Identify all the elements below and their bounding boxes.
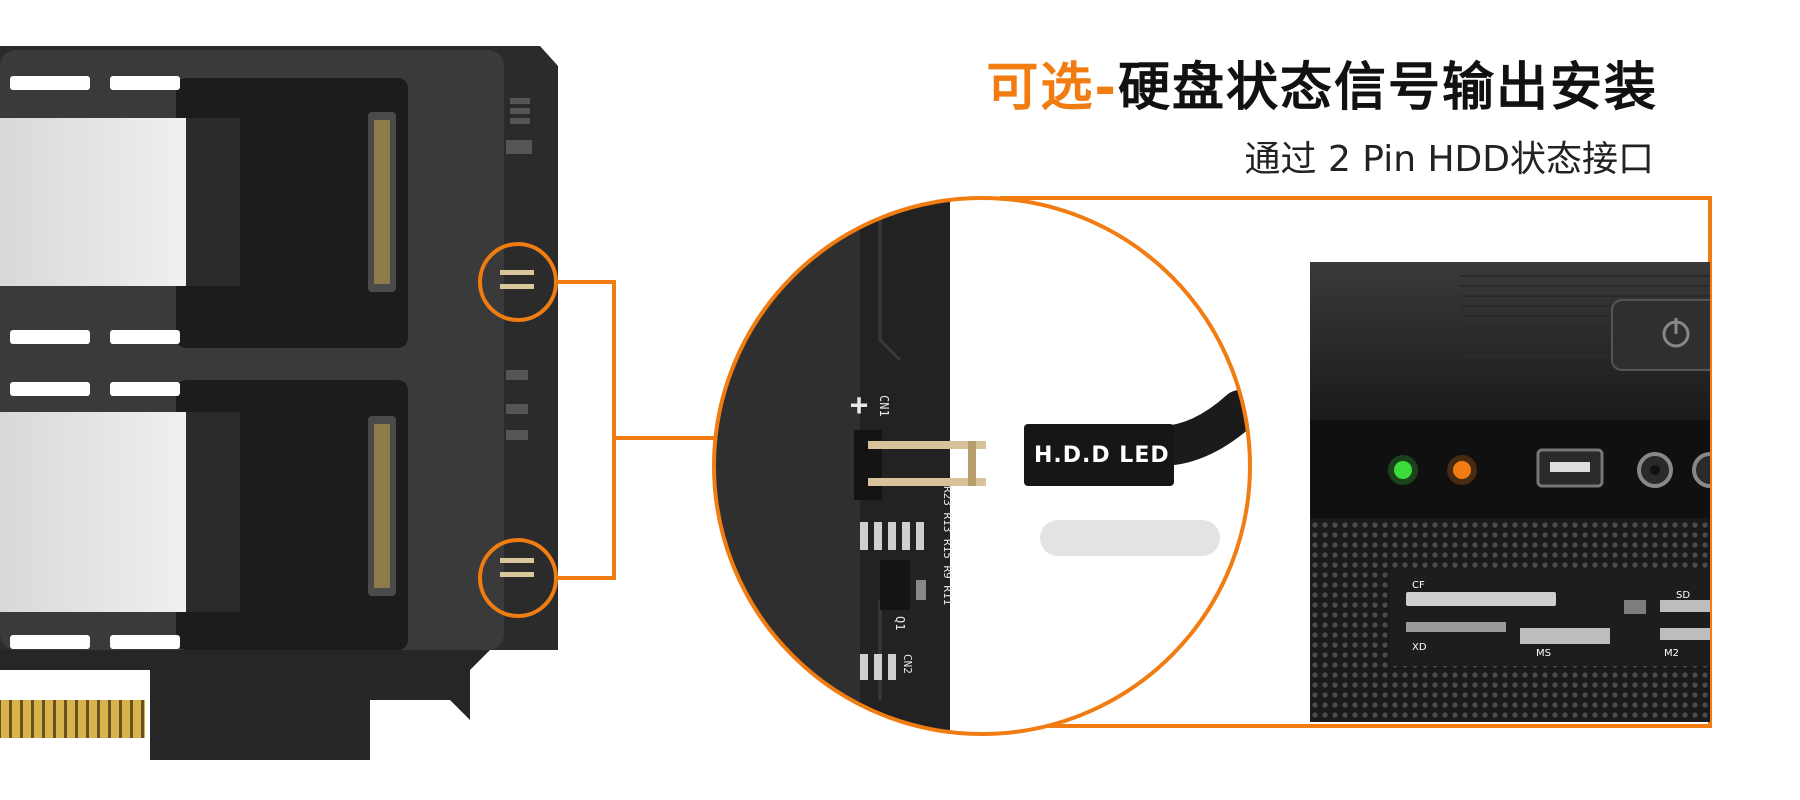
zoom-circle-outline	[712, 196, 1252, 736]
pcie-edge	[0, 620, 490, 760]
cable-shadow	[1040, 520, 1220, 556]
ssd-lower	[0, 412, 186, 612]
ssd-upper	[0, 118, 186, 286]
hdd-led-header-upper	[500, 270, 534, 289]
ssd-adapter-card	[0, 46, 558, 760]
card-slot-sd: SD	[1676, 590, 1690, 601]
hdd-led-header-lower	[500, 558, 534, 577]
gold-fingers	[0, 700, 145, 738]
main-title: 硬盘状态信号输出安装	[1117, 58, 1658, 118]
board-label-resistors: R23 R13 R15 R9 R11	[941, 486, 954, 605]
optional-label: 可选	[986, 58, 1095, 118]
card-slot-ms: MS	[1536, 648, 1551, 659]
board-label-cn2: CN2	[901, 654, 914, 674]
hdd-led-icon	[1453, 461, 1471, 479]
zoom-board-dark	[714, 198, 860, 734]
board-label-cn1: CN1	[877, 395, 891, 417]
card-slot-xd: XD	[1412, 642, 1427, 653]
page-headline: 可选-硬盘状态信号输出安装	[986, 56, 1658, 120]
callout-bracket	[556, 280, 718, 580]
board-label-q1: Q1	[893, 616, 907, 630]
card-slot-cf: CF	[1412, 580, 1425, 591]
page-subtitle: 通过 2 Pin HDD状态接口	[1244, 139, 1654, 180]
computer-case-front: CF SD XD MS M2	[1310, 262, 1710, 722]
cable-label: H.D.D LED	[1034, 443, 1170, 468]
vent-slots	[10, 76, 180, 649]
zoom-detail: + CN1 R23 R13 R15 R9 R11 Q1 CN2	[714, 198, 1250, 734]
power-button	[1611, 299, 1710, 371]
power-led-icon	[1394, 461, 1412, 479]
cable-connector	[1024, 424, 1174, 486]
headline-separator: -	[1094, 58, 1118, 118]
board-label-plus: +	[850, 388, 868, 423]
cn1-header	[854, 430, 986, 500]
card-slot-m2: M2	[1664, 648, 1679, 659]
